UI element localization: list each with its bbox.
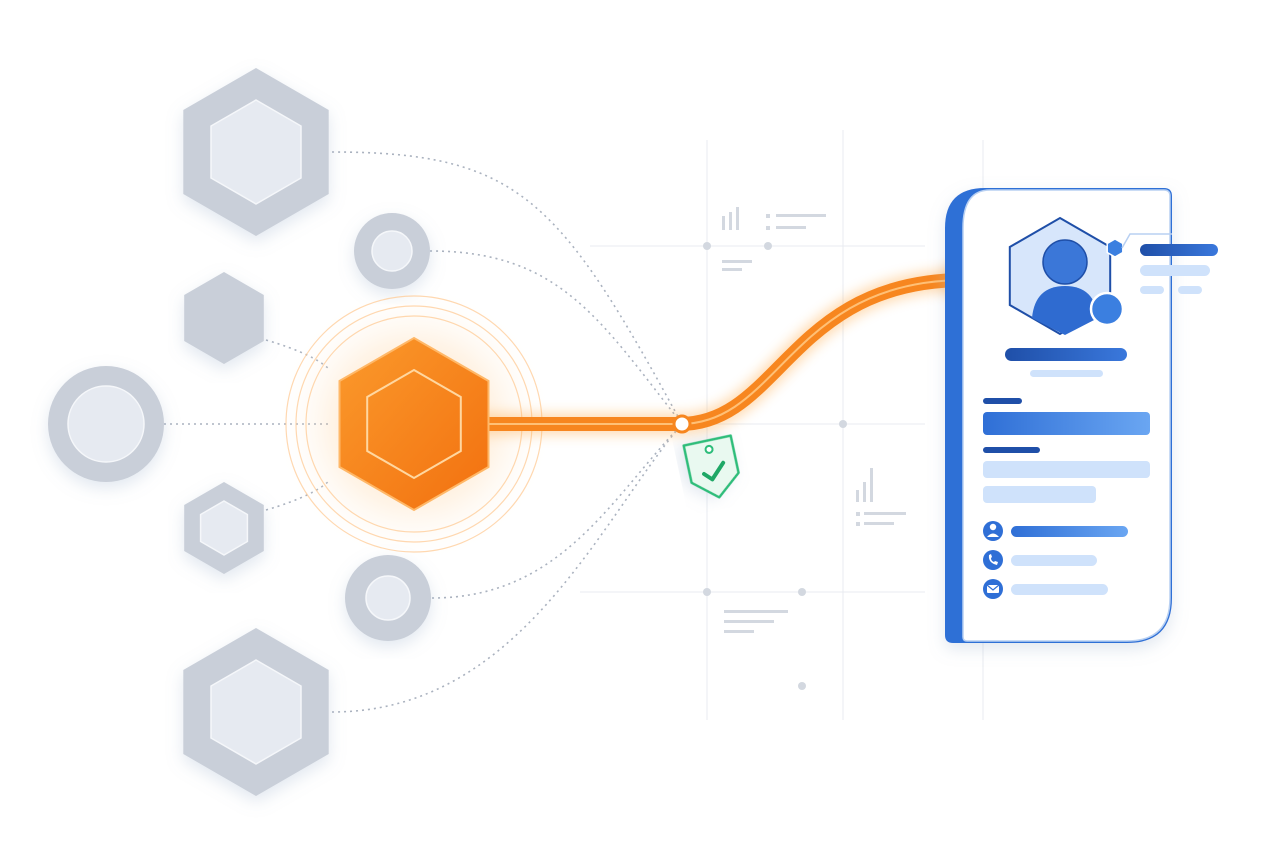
hexagon-node-inner <box>210 99 302 205</box>
profile-lines <box>983 244 1218 595</box>
selected-node-inner-hexagon <box>366 368 462 480</box>
tag-check-icon[interactable] <box>682 434 743 503</box>
profile-avatar <box>1008 216 1172 336</box>
user-icon <box>983 521 1003 541</box>
circle-node-inner <box>67 385 145 463</box>
hexagon-node-inner <box>210 659 302 765</box>
hexagon-node[interactable] <box>184 272 264 364</box>
circle-node-inner <box>365 575 411 621</box>
hexagon-node-inner <box>199 500 249 556</box>
phone-icon <box>983 550 1003 570</box>
flow-path-highlight <box>470 279 966 425</box>
grid-decorations <box>703 207 906 690</box>
junction-node[interactable] <box>672 414 692 434</box>
mail-icon <box>983 579 1003 599</box>
circle-node-inner <box>371 230 413 272</box>
hexagon-icon[interactable] <box>338 336 490 512</box>
